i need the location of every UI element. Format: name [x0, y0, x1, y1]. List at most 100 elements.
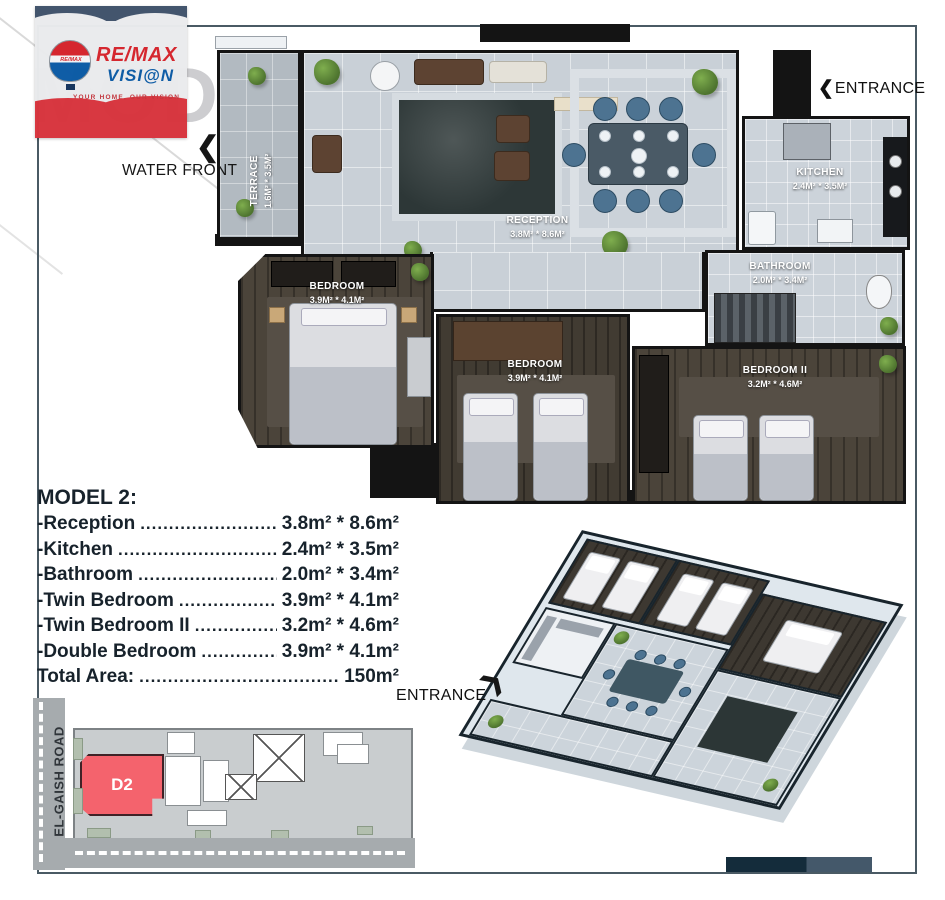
spec-name: -Twin Bedroom II — [37, 615, 190, 636]
spec-value: 150m² — [344, 666, 399, 687]
green-patch — [357, 826, 373, 835]
hot-air-balloon-icon: RE/MAX — [49, 40, 91, 92]
closet — [639, 355, 669, 473]
spec-name: -Double Bedroom — [37, 640, 197, 662]
dining-chair — [692, 143, 716, 167]
entrance-annotation: ❮ ENTRANCE — [818, 77, 925, 100]
dining-chair — [626, 189, 650, 213]
wall-segment — [480, 24, 630, 42]
room-kitchen — [742, 116, 910, 250]
room-bedroom-twin — [436, 314, 630, 504]
label-kitchen: KITCHEN 2.4M² * 3.5M² — [755, 166, 885, 192]
spec-name: -Twin Bedroom — [37, 589, 174, 611]
building-room — [337, 744, 369, 764]
sofa — [489, 61, 547, 83]
place-setting — [599, 130, 611, 142]
spec-row: -Twin Bedroom ..........................… — [37, 590, 399, 616]
pillow — [539, 398, 584, 416]
iso-chair — [623, 700, 641, 713]
blanket — [534, 441, 587, 500]
iso-chair — [676, 685, 694, 699]
spec-total-row: Total Area: ............................… — [37, 666, 399, 692]
spec-leader: ........................................… — [138, 565, 277, 584]
dining-chair — [593, 97, 617, 121]
logo-bottom-band — [35, 120, 187, 138]
twin-bed — [759, 415, 814, 501]
horizontal-road — [61, 838, 415, 868]
terrace-rail — [215, 36, 287, 49]
label-reception: RECEPTION 3.8M² * 8.6M² — [470, 214, 605, 240]
room-dims: 3.9M² * 4.1M² — [507, 372, 563, 383]
twin-bed — [463, 393, 518, 501]
spec-row: -Kitchen ...............................… — [37, 539, 399, 565]
spec-value: 3.9m² * 4.1m² — [281, 640, 399, 662]
label-bedroom-double: BEDROOM 3.9M² * 4.1M² — [267, 280, 407, 306]
plant-icon — [248, 67, 266, 85]
logo-brand-remax: RE/MAX — [96, 44, 177, 66]
place-setting — [667, 166, 679, 178]
dining-chair — [659, 97, 683, 121]
pillow — [699, 420, 744, 438]
dining-chair — [626, 97, 650, 121]
refrigerator — [783, 123, 831, 160]
iso-counter — [555, 618, 604, 638]
water-front-label: WATER FRONT — [122, 162, 238, 179]
room-dims: 1.6M² * 3.5M² — [262, 153, 273, 209]
entrance-arrow-icon: ❮ — [818, 78, 834, 99]
spec-row: -Twin Bedroom II .......................… — [37, 615, 399, 641]
stairwell — [225, 774, 257, 800]
spec-leader: ........................................… — [140, 514, 277, 533]
pillow — [469, 398, 514, 416]
plant-icon — [314, 59, 340, 85]
spec-name: -Reception — [37, 513, 136, 534]
road-dash-line — [75, 851, 405, 855]
toilet — [866, 275, 892, 309]
spec-row: -Double Bedroom ........................… — [37, 641, 399, 667]
dining-chair — [593, 189, 617, 213]
hallway — [430, 252, 705, 312]
spec-title: MODEL 2: — [37, 486, 137, 509]
armchair — [496, 115, 530, 143]
room-terrace — [217, 50, 301, 240]
blanket — [760, 453, 813, 500]
entrance-3d-label: ENTRANCE — [396, 687, 487, 704]
road-label: EL-GAISH ROAD — [51, 726, 67, 837]
building-room — [187, 810, 227, 826]
room-reception — [301, 50, 739, 276]
washer — [748, 211, 776, 245]
spec-list: MODEL 2: -Reception ....................… — [37, 486, 399, 692]
plant-icon — [879, 355, 897, 373]
plant-icon — [692, 69, 718, 95]
center-platter — [631, 148, 647, 164]
place-setting — [599, 166, 611, 178]
label-bathroom: BATHROOM 2.0M² * 3.4M² — [715, 260, 845, 286]
road-dash-line — [39, 702, 43, 862]
spec-value: 2.4m² * 3.5m² — [281, 538, 399, 560]
spec-value: 2.0m² * 3.4m² — [281, 564, 399, 585]
balloon-envelope: RE/MAX — [49, 40, 91, 82]
plant-icon — [880, 317, 898, 335]
dining-chair — [562, 143, 586, 167]
logo-brand-vision: VISI@N — [107, 66, 174, 85]
spec-name: -Bathroom — [37, 564, 134, 585]
dresser — [271, 261, 333, 287]
iso-apartment — [458, 530, 904, 810]
plant-icon — [236, 199, 254, 217]
plant-icon — [610, 629, 633, 646]
balloon-basket — [65, 84, 75, 90]
dresser — [341, 261, 396, 287]
unit-d2: D2 — [80, 754, 164, 816]
blanket — [464, 441, 517, 500]
living-rug — [392, 93, 562, 221]
label-bedroom-twin-2: BEDROOM II 3.2M² * 4.6M² — [700, 364, 850, 390]
iso-bed — [761, 619, 844, 675]
pillow — [765, 420, 810, 438]
spec-leader: ........................................… — [194, 616, 277, 635]
spec-name: -Kitchen — [37, 538, 113, 560]
page-frame — [37, 25, 917, 874]
room-name: RECEPTION — [506, 215, 569, 226]
spec-row: -Reception .............................… — [37, 513, 399, 539]
floor-plan-2d: TERRACE 1.6M² * 3.5M² RECEPTION 3.8M² * … — [215, 24, 915, 506]
kitchen-sink — [817, 219, 853, 243]
